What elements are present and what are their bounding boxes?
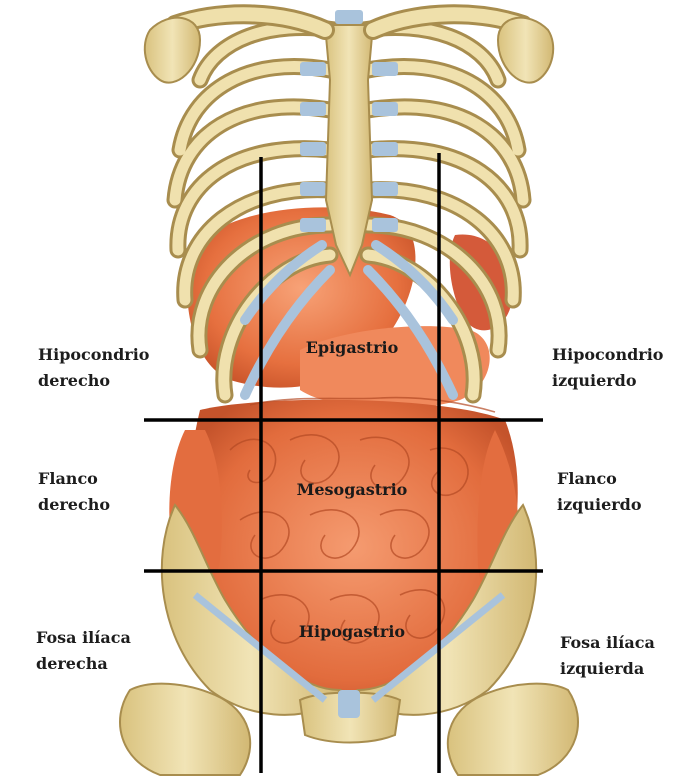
label-fosa-iliaca-izquierda: Fosa ilíaca izquierda: [560, 630, 655, 682]
label-flanco-izquierdo: Flanco izquierdo: [557, 466, 642, 518]
label-line: Flanco: [557, 466, 642, 492]
label-line: Fosa ilíaca: [560, 630, 655, 656]
label-line: izquierdo: [552, 368, 663, 394]
pubic-symphysis: [338, 690, 360, 718]
label-flanco-derecho: Flanco derecho: [38, 466, 110, 518]
label-line: Fosa ilíaca: [36, 625, 131, 651]
label-hipocondrio-izquierdo: Hipocondrio izquierdo: [552, 342, 663, 394]
label-line: derecho: [38, 368, 149, 394]
label-line: izquierdo: [557, 492, 642, 518]
label-epigastrio: Epigastrio: [306, 338, 399, 357]
label-hipocondrio-derecho: Hipocondrio derecho: [38, 342, 149, 394]
label-line: Flanco: [38, 466, 110, 492]
label-line: izquierda: [560, 656, 655, 682]
label-fosa-iliaca-derecha: Fosa ilíaca derecha: [36, 625, 131, 677]
label-line: Hipocondrio: [38, 342, 149, 368]
label-line: derecha: [36, 651, 131, 677]
label-mesogastrio: Mesogastrio: [297, 480, 408, 499]
label-line: Hipocondrio: [552, 342, 663, 368]
label-line: derecho: [38, 492, 110, 518]
label-hipogastrio: Hipogastrio: [299, 622, 405, 641]
